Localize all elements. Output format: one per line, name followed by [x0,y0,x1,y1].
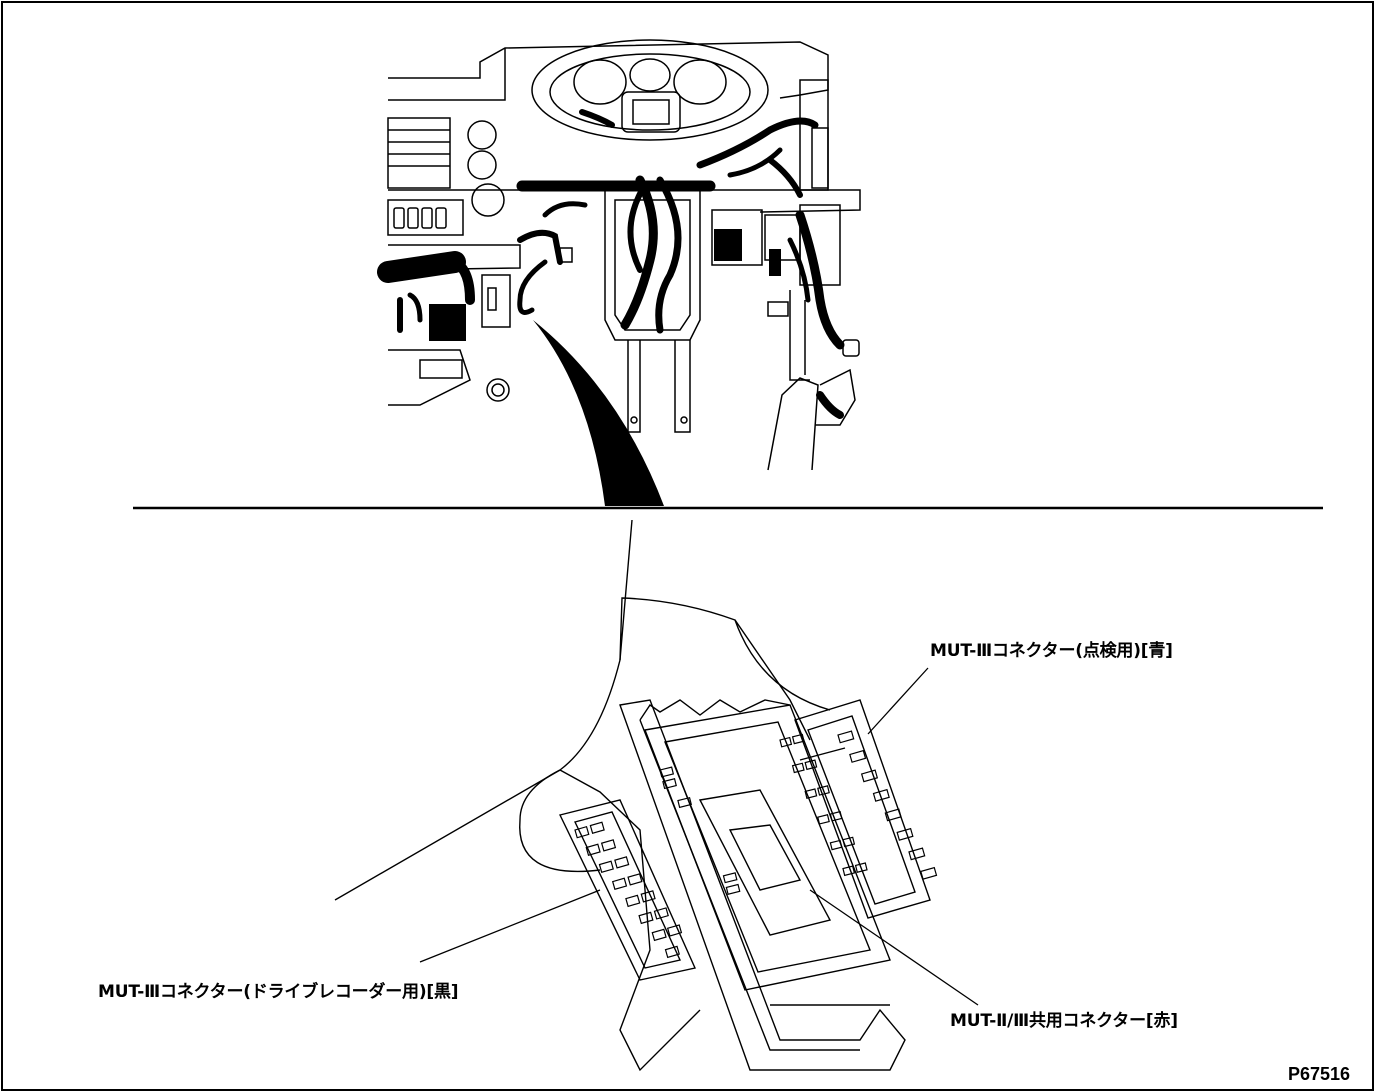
magnify-pointer-wedge [533,320,664,506]
wire-harness [377,109,845,419]
label-shared-connector: MUT-Ⅱ/Ⅲ共用コネクター[赤] [950,1011,1178,1031]
label-recorder-connector: MUT-Ⅲコネクター(ドライブレコーダー用)[黒] [98,982,459,1002]
dashboard-overview [387,39,861,471]
label-inspection-connector: MUT-Ⅲコネクター(点検用)[青] [930,641,1173,661]
leader-recorder [419,889,601,963]
connector-detail [334,519,931,1072]
leader-inspection [867,667,929,735]
figure-code: P67516 [1288,1064,1351,1084]
leader-shared [809,889,979,1006]
connector-pins [574,730,938,959]
leader-lines [419,667,979,1006]
